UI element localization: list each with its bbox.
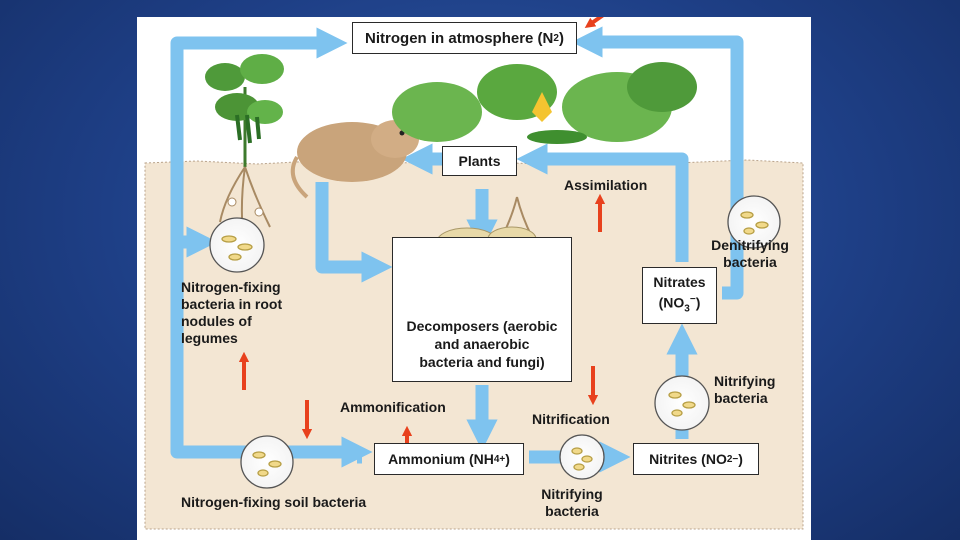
bacteria-denitrifying (727, 195, 781, 249)
nitrifying-right-label: Nitrifying bacteria (714, 373, 775, 407)
nitrates-sup: − (689, 293, 696, 305)
nitrites-sub: 2 (726, 453, 733, 465)
flow-denitrify (571, 26, 744, 300)
nitrites-text: Nitrites (NO (649, 451, 727, 467)
red-arrow-top (584, 17, 604, 28)
plants-box: Plants (442, 146, 517, 176)
nitrites-close: ) (738, 451, 743, 467)
flow-animal-decomposers (315, 182, 393, 283)
nitrates-text: (NO (658, 294, 685, 311)
ammonification-label: Ammonification (340, 399, 446, 415)
ammonium-close: ) (505, 451, 510, 467)
nitrates-line2: (NO3−) (659, 291, 701, 318)
nitrifying-bottom-line2: bacteria (545, 503, 599, 519)
denitrifying-line2: bacteria (723, 254, 777, 270)
nitrifying-right-line2: bacteria (714, 390, 768, 406)
decomposers-line2: and anaerobic (434, 336, 530, 352)
decomposers-line3: bacteria and fungi) (419, 354, 545, 370)
decomposers-line1: Decomposers (aerobic (406, 318, 558, 334)
nitrifying-bottom-label: Nitrifying bacteria (532, 486, 612, 520)
fixing-root-line1: Nitrogen-fixing (181, 279, 281, 295)
legume-plant-illustration (205, 54, 284, 238)
bacteria-nitrifying-bottom (559, 434, 605, 480)
nitrifying-right-line1: Nitrifying (714, 373, 776, 389)
nitrates-line1: Nitrates (653, 273, 706, 290)
nitrification-label: Nitrification (532, 411, 610, 427)
assimilation-label: Assimilation (564, 177, 648, 193)
flow-assimilation (516, 143, 689, 262)
flow-atmosphere-left (170, 27, 348, 442)
ammonium-text: Ammonium (NH (388, 451, 494, 467)
atmosphere-sub: 2 (553, 32, 559, 44)
nitrogen-fixing-root-label: Nitrogen-fixing bacteria in root nodules… (181, 279, 282, 347)
ammonium-sup: + (499, 453, 506, 465)
bacteria-nitrifying-right (654, 375, 710, 431)
nitrifying-bottom-line1: Nitrifying (541, 486, 603, 502)
nitrites-sup: − (732, 453, 739, 465)
nitrates-close: ) (695, 294, 701, 311)
denitrifying-line1: Denitrifying (711, 237, 789, 253)
fixing-root-line2: bacteria in root (181, 296, 283, 312)
atmosphere-text: Nitrogen in atmosphere (N (365, 29, 554, 47)
fixing-root-line4: legumes (181, 330, 238, 346)
denitrifying-label: Denitrifying bacteria (705, 237, 795, 271)
flow-fixing-soil (170, 436, 373, 468)
bacteria-circles (209, 195, 781, 489)
nitrogen-fixing-soil-label: Nitrogen-fixing soil bacteria (181, 494, 367, 510)
decomposers-box: Decomposers (aerobic and anaerobic bacte… (392, 237, 572, 382)
bacteria-nodules (209, 217, 265, 273)
atmosphere-close: ) (558, 29, 564, 47)
fixing-root-line3: nodules of (181, 313, 252, 329)
ammonium-sub: 4 (493, 453, 500, 465)
nitrates-box: Nitrates (NO3−) (642, 267, 717, 324)
nitrates-sub: 3 (684, 303, 690, 315)
plants-label: Plants (458, 153, 501, 169)
bacteria-fixing-soil (240, 435, 294, 489)
squash-plant-illustration (392, 62, 697, 238)
